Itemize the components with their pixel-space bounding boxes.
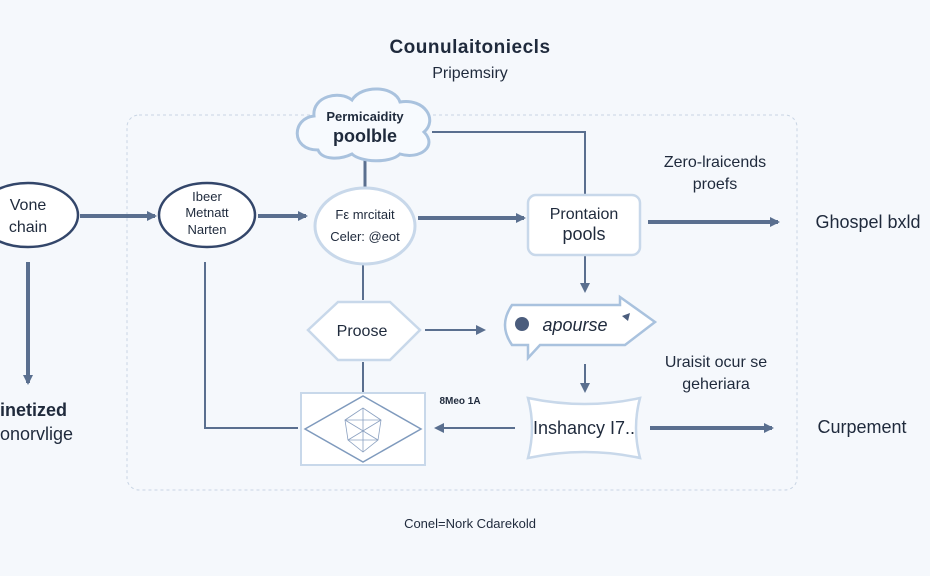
- center-label-1: Fε mrcitait: [335, 207, 395, 222]
- network-graph-icon: [344, 407, 382, 453]
- vone-label-2: chain: [9, 219, 47, 236]
- curpement-label: Curpement: [817, 417, 906, 437]
- prontaion-label-1: Prontaion: [550, 206, 619, 223]
- network-label: 8Meo 1A: [439, 396, 480, 407]
- connectors: [23, 131, 780, 433]
- node-prontaion-pools[interactable]: Prontaion pools: [526, 193, 642, 257]
- prontaion-label-2: pools: [562, 224, 605, 244]
- ibeer-label-2: Metnatt: [185, 205, 229, 220]
- zero-label-2: proefs: [693, 176, 737, 193]
- node-inshancy[interactable]: Inshancy I7..: [526, 396, 642, 460]
- vone-label-1: Vone: [10, 197, 47, 214]
- node-network[interactable]: [300, 392, 426, 466]
- inetized-label-1: inetized: [0, 400, 67, 420]
- uraisit-label-1: Uraisit ocur se: [665, 354, 767, 371]
- line-ibeer-to-network: [204, 262, 298, 429]
- node-cloud[interactable]: Permicaidity poolble: [295, 87, 432, 163]
- zero-label-1: Zero-lraicends: [664, 154, 766, 171]
- ghospel-label: Ghospel bxld: [815, 212, 920, 232]
- ibeer-label-1: Ibeer: [192, 189, 222, 204]
- diagram-footer: Conel=Nork Cdarekold: [404, 516, 536, 531]
- inetized-label-2: onorvlige: [0, 424, 73, 444]
- arrow-badge-icon: [622, 313, 630, 321]
- node-proose[interactable]: Proose: [306, 300, 422, 362]
- ibeer-label-3: Narten: [187, 222, 226, 237]
- uraisit-label-2: geheriara: [682, 376, 750, 393]
- proose-label: Proose: [337, 323, 388, 340]
- node-center[interactable]: Fε mrcitait Celer: @eot: [313, 186, 417, 266]
- node-ibeer[interactable]: Ibeer Metnatt Narten: [157, 181, 257, 249]
- inshancy-label: Inshancy I7..: [533, 418, 635, 438]
- apourse-label: apourse: [542, 315, 607, 335]
- avatar-icon: [515, 317, 529, 331]
- node-vone-chain[interactable]: Vone chain: [0, 181, 80, 249]
- line-cloud-to-prontaion: [432, 131, 586, 195]
- cloud-label-line2: poolble: [333, 126, 397, 146]
- diagram-title: Counulaitoniecls: [389, 37, 550, 58]
- center-label-2: Celer: @eot: [330, 229, 400, 244]
- container-boundary: [126, 114, 798, 491]
- diagram-subtitle: Pripemsiry: [432, 65, 508, 82]
- node-apourse[interactable]: apourse: [503, 294, 658, 362]
- cloud-label-line1: Permicaidity: [326, 109, 404, 124]
